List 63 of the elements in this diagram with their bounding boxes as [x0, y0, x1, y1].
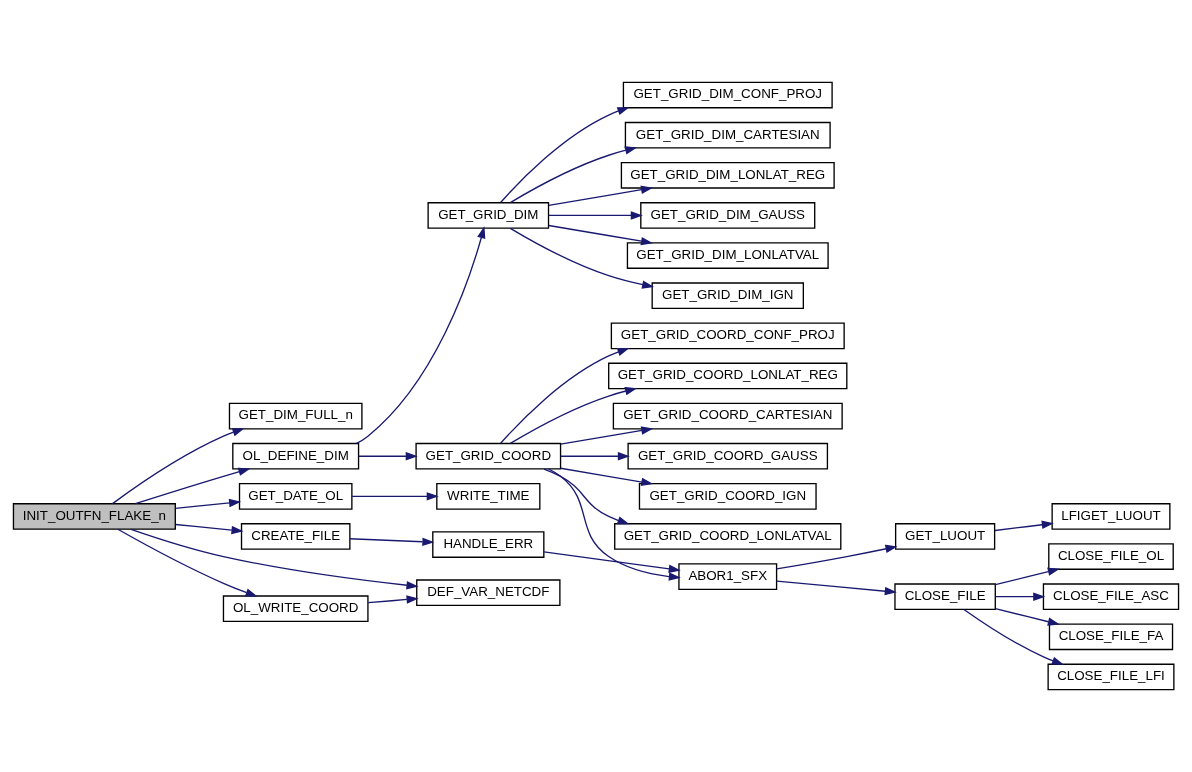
- arrow: [499, 107, 630, 204]
- arrow: [560, 452, 630, 461]
- node-box: WRITE_TIME: [436, 482, 541, 510]
- node-box: LFIGET_LUOUT: [1051, 503, 1171, 530]
- arrow: [509, 387, 638, 445]
- node-box: GET_GRID_DIM_CARTESIAN: [624, 121, 831, 149]
- node-box: GET_DIM_FULL_n: [228, 402, 363, 430]
- arrow: [548, 224, 654, 246]
- arrow: [509, 146, 638, 204]
- arrow: [994, 608, 1060, 626]
- arrow: [130, 528, 419, 590]
- arrow: [543, 468, 630, 525]
- node-box: GET_DATE_OL: [238, 482, 353, 510]
- arrow: [776, 580, 897, 596]
- node-box: CLOSE_FILE_ASC: [1042, 583, 1180, 611]
- arrow: [560, 467, 654, 487]
- node-box: CLOSE_FILE: [894, 583, 996, 611]
- node-box: GET_GRID_COORD: [415, 442, 562, 470]
- arrow: [543, 551, 681, 573]
- arrow: [117, 528, 258, 597]
- node-box: GET_GRID_DIM_CONF_PROJ: [622, 81, 833, 109]
- node-box: HANDLE_ERR: [432, 531, 545, 558]
- arrow: [994, 592, 1046, 601]
- node-box: INIT_OUTFN_FLAKE_n: [12, 503, 176, 530]
- arrow: [994, 567, 1060, 586]
- node-box: GET_GRID_DIM_GAUSS: [640, 202, 816, 229]
- node-box: OL_WRITE_COORD: [222, 595, 369, 623]
- node-box: GET_GRID_COORD_GAUSS: [627, 442, 829, 470]
- arrow: [351, 492, 439, 501]
- node-box: GET_GRID_DIM: [427, 202, 550, 229]
- node-box: GET_GRID_DIM_LONLATVAL: [626, 242, 829, 269]
- arrow: [548, 185, 654, 207]
- node-box: GET_GRID_DIM_IGN: [651, 282, 804, 310]
- arrow: [174, 523, 244, 535]
- node-box: DEF_VAR_NETCDF: [416, 579, 561, 607]
- arrow: [776, 544, 898, 570]
- arrow: [994, 520, 1054, 532]
- node-box: OL_DEFINE_DIM: [232, 442, 360, 470]
- node-box: GET_GRID_COORD_LONLAT_REG: [608, 362, 848, 390]
- arrow: [349, 537, 435, 546]
- node-box: GET_GRID_COORD_IGN: [638, 482, 817, 510]
- node-box: GET_GRID_COORD_LONLATVAL: [614, 523, 842, 550]
- arrow: [509, 227, 655, 289]
- node-box: CLOSE_FILE_OL: [1048, 543, 1174, 570]
- arrow: [134, 467, 251, 505]
- node-box: CREATE_FILE: [240, 523, 351, 550]
- arrow: [963, 608, 1064, 665]
- arrow: [111, 428, 245, 505]
- arrow: [547, 468, 681, 581]
- node-box: GET_GRID_COORD_CONF_PROJ: [610, 322, 845, 350]
- arrow: [358, 452, 418, 461]
- node-box: GET_GRID_COORD_CARTESIAN: [612, 402, 843, 430]
- arrow: [367, 595, 419, 604]
- node-box: ABOR1_SFX: [678, 563, 778, 590]
- arrow: [499, 347, 630, 444]
- node-box: GET_LUOUT: [894, 523, 996, 550]
- node-box: CLOSE_FILE_LFI: [1047, 663, 1175, 691]
- node-box: CLOSE_FILE_FA: [1048, 623, 1174, 651]
- arrow: [355, 226, 486, 445]
- arrow: [560, 426, 654, 445]
- node-box: GET_GRID_DIM_LONLAT_REG: [620, 161, 835, 189]
- arrow: [174, 498, 242, 510]
- arrow: [548, 211, 643, 220]
